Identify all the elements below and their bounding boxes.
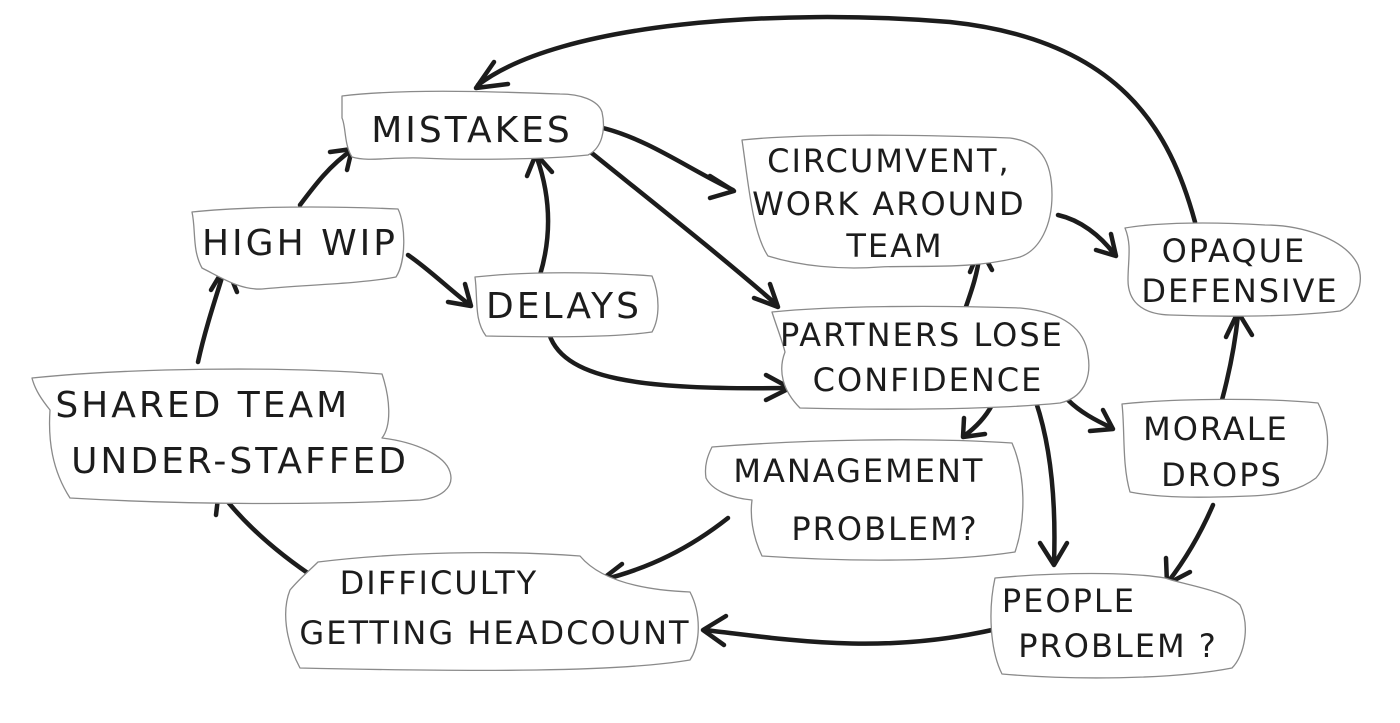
node-opaque: OPAQUE DEFENSIVE (1124, 222, 1361, 317)
node-mistakes-outline (341, 90, 605, 160)
edge-circumvent-to-opaque (1055, 212, 1118, 258)
edge-mistakes-to-partners (585, 147, 780, 308)
node-partners-text: PARTNERS LOSE CONFIDENCE (780, 316, 1076, 399)
node-morale-text: MORALE DROPS (1143, 410, 1301, 494)
node-partners: PARTNERS LOSE CONFIDENCE (771, 305, 1090, 410)
node-difficulty-outline (285, 551, 699, 672)
edge-delays-to-mistakes (534, 155, 551, 278)
edge-people-to-difficulty (702, 627, 995, 646)
node-management-text: MANAGEMENT PROBLEM? (733, 452, 996, 548)
arrowhead (751, 281, 781, 310)
edge-partners-to-management (961, 402, 995, 439)
edge-opaque-to-mistakes (475, 14, 1198, 225)
edge-delays-to-partners (545, 327, 791, 391)
node-delays-outline (474, 272, 659, 338)
node-high-wip-text: HIGH WIP (202, 223, 398, 264)
node-circumvent-outline (741, 134, 1053, 269)
edge-management-to-difficulty (599, 515, 731, 583)
node-shared-team: SHARED TEAM UNDER-STAFFED (31, 368, 452, 505)
node-difficulty-text: DIFFICULTY GETTING HEADCOUNT (299, 564, 690, 652)
node-management: MANAGEMENT PROBLEM? (704, 439, 1024, 561)
node-people-outline (990, 572, 1246, 679)
edges (195, 14, 1255, 648)
arrowhead (1087, 407, 1116, 434)
edge-partners-to-people (1033, 399, 1057, 566)
arrowhead (473, 59, 511, 91)
node-delays-text: DELAYS (486, 286, 642, 327)
edge-highwip-to-mistakes (297, 147, 355, 208)
node-shared-team-text: SHARED TEAM UNDER-STAFFED (55, 385, 409, 482)
node-morale-outline (1121, 398, 1329, 498)
node-difficulty: DIFFICULTY GETTING HEADCOUNT (285, 551, 699, 672)
arrowhead (1093, 231, 1119, 259)
edge-morale-to-people (1165, 502, 1216, 585)
node-partners-outline (771, 305, 1090, 410)
node-people: PEOPLE PROBLEM ? (990, 572, 1246, 679)
node-shared-team-outline (31, 368, 452, 505)
node-circumvent: CIRCUMVENT, WORK AROUND TEAM (741, 134, 1053, 269)
node-people-text: PEOPLE PROBLEM ? (1002, 582, 1218, 665)
edge-difficulty-to-sharedteam (217, 489, 321, 583)
node-mistakes-text: MISTAKES (371, 110, 573, 151)
node-delays: DELAYS (474, 272, 659, 338)
arrowhead (445, 281, 474, 309)
node-high-wip: HIGH WIP (191, 206, 405, 290)
arrowhead (1037, 540, 1070, 568)
node-circumvent-text: CIRCUMVENT, WORK AROUND TEAM (752, 142, 1038, 265)
node-mistakes: MISTAKES (341, 90, 605, 160)
node-morale: MORALE DROPS (1121, 398, 1329, 498)
arrowhead (960, 415, 988, 440)
node-high-wip-outline (191, 206, 405, 290)
edge-sharedteam-to-highwip (195, 265, 228, 365)
arrowhead (700, 613, 729, 648)
node-management-outline (704, 439, 1024, 561)
node-opaque-text: OPAQUE DEFENSIVE (1141, 232, 1338, 310)
node-opaque-outline (1124, 222, 1361, 317)
edge-partners-to-morale (1065, 397, 1115, 431)
edge-highwip-to-delays (405, 252, 473, 308)
edge-morale-to-opaque (1219, 312, 1241, 403)
nodes: MISTAKES CIRCUMVENT, WORK AROUND TEAM OP… (31, 90, 1361, 679)
arrowhead (707, 173, 737, 201)
